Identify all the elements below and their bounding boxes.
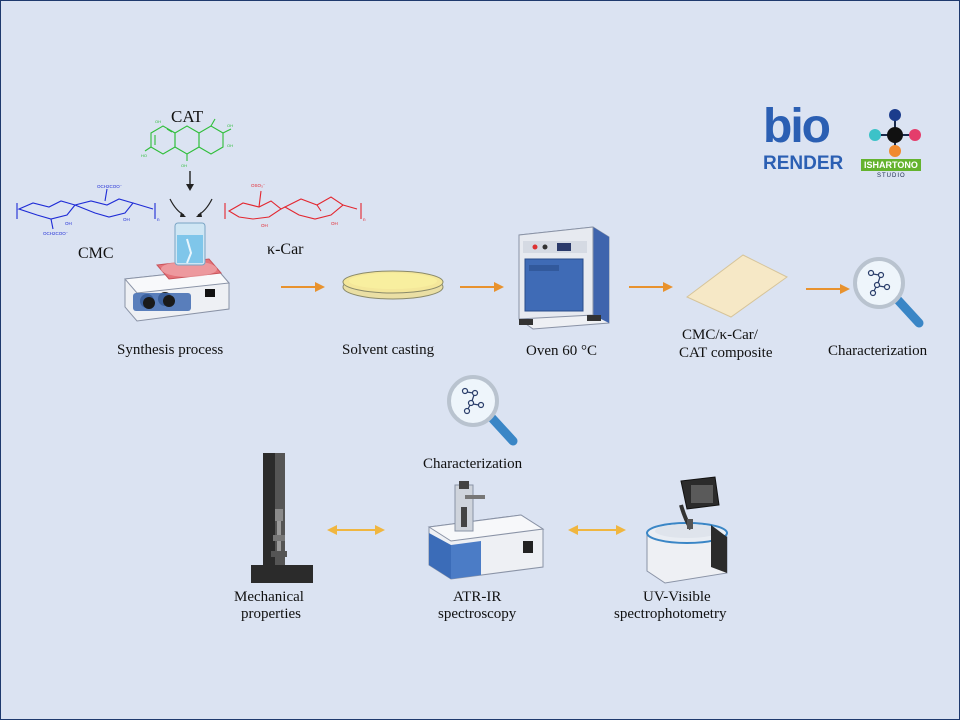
method-label-atr-2: spectroscopy <box>438 606 517 622</box>
svg-text:OH: OH <box>227 143 233 148</box>
arrow-casting-to-oven-icon <box>460 282 504 292</box>
magnifier-icon <box>853 257 924 328</box>
arrow-composite-to-char-icon <box>806 284 850 294</box>
kcar-oh-2: OH <box>331 221 338 226</box>
composite-film-icon <box>686 254 788 318</box>
ishartono-studio-logo-icon <box>869 109 921 157</box>
svg-text:HO: HO <box>141 153 147 158</box>
kcar-oh-1: OH <box>261 223 268 228</box>
step-label-synthesis: Synthesis process <box>117 342 224 358</box>
step-label-composite-1: CMC/κ-Car/ <box>682 327 758 343</box>
magnifier-icon-center <box>447 375 518 446</box>
ishartono-logo-sub: STUDIO <box>877 173 906 179</box>
cmc-substituent-bottom: OCH2COO⁻ <box>43 231 69 236</box>
cat-label: CAT <box>171 107 204 126</box>
kcar-structure-icon: OSO₃⁻ OH OH n <box>224 183 366 228</box>
merge-arrows-icon <box>169 198 213 217</box>
cmc-oh-1: OH <box>65 221 72 226</box>
step-label-characterization: Characterization <box>828 343 928 359</box>
kcar-n: n <box>363 217 366 222</box>
cmc-substituent-top: OCH2COO⁻ <box>97 184 123 189</box>
svg-text:OH: OH <box>227 123 233 128</box>
petri-dish-icon <box>342 270 444 300</box>
cmc-structure-icon: OCH2COO⁻ OCH2COO⁻ OH OH n <box>16 184 160 236</box>
characterization-label: Characterization <box>423 456 523 472</box>
cmc-oh-2: OH <box>123 217 130 222</box>
double-arrow-left-icon <box>327 525 385 535</box>
atr-ir-spectrometer-icon <box>427 481 545 580</box>
step-label-oven: Oven 60 °C <box>526 343 597 359</box>
step-label-composite-2: CAT composite <box>679 345 773 361</box>
oven-icon <box>518 226 610 330</box>
cat-structure-icon: OH OH HO OH OH <box>141 118 233 168</box>
cat-down-arrow-icon <box>186 171 194 191</box>
method-label-uv-1: UV-Visible <box>643 589 711 605</box>
arrow-synthesis-to-casting-icon <box>281 282 325 292</box>
uv-vis-spectrophotometer-icon <box>646 476 728 584</box>
hot-plate-stirrer-icon <box>124 222 230 322</box>
kcar-oso3: OSO₃⁻ <box>251 183 266 188</box>
biorender-logo-bottom: RENDER <box>763 153 844 174</box>
svg-text:OH: OH <box>155 119 161 124</box>
method-label-atr-1: ATR-IR <box>453 589 502 605</box>
cmc-label: CMC <box>78 245 114 262</box>
ishartono-logo-text: ISHARTONO <box>861 159 921 171</box>
tensile-tester-icon <box>251 453 313 583</box>
arrow-oven-to-composite-icon <box>629 282 673 292</box>
method-label-mechanical-1: Mechanical <box>234 589 304 605</box>
double-arrow-right-icon <box>568 525 626 535</box>
cmc-n: n <box>157 217 160 222</box>
method-label-mechanical-2: properties <box>241 606 301 622</box>
step-label-casting: Solvent casting <box>342 342 435 358</box>
biorender-logo-top: bio <box>763 100 831 153</box>
method-label-uv-2: spectrophotometry <box>614 606 727 622</box>
kcar-label: κ-Car <box>267 241 304 258</box>
svg-text:OH: OH <box>181 163 187 168</box>
